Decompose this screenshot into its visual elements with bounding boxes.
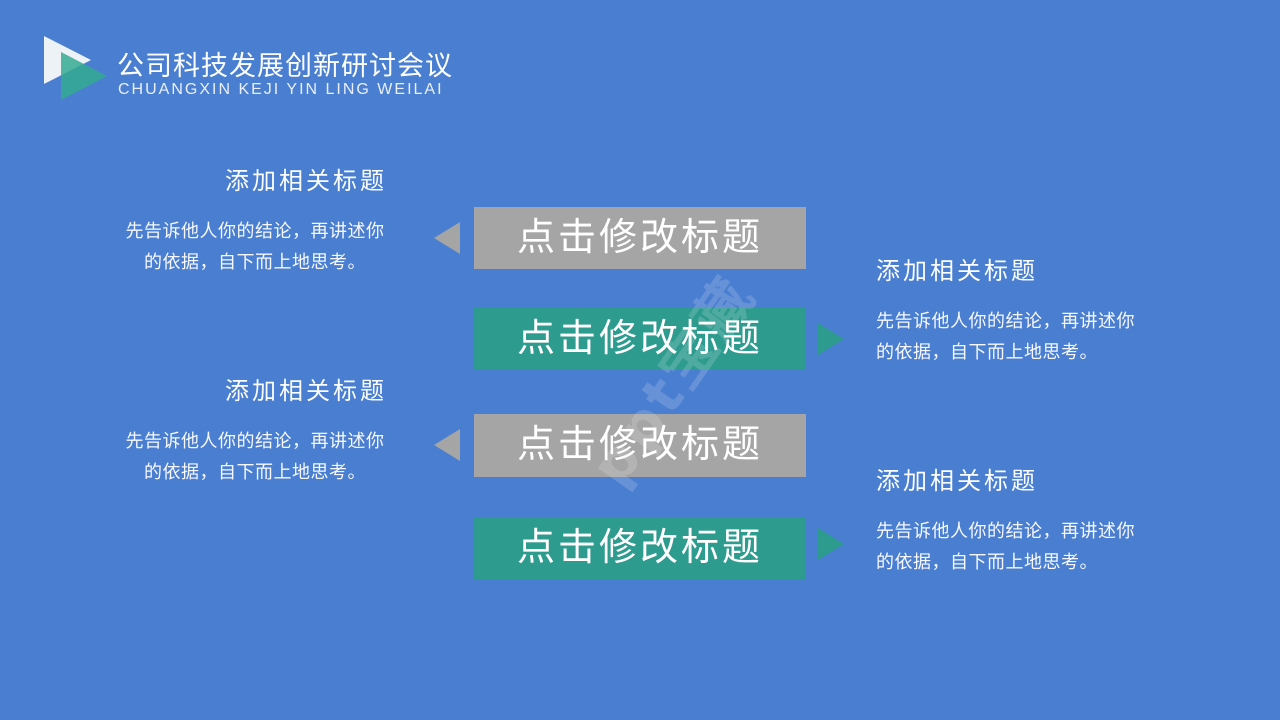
- slide-subtitle: CHUANGXIN KEJI YIN LING WEILAI: [118, 81, 444, 98]
- block-body-line: 先告诉他人你的结论，再讲述你: [876, 311, 1135, 331]
- text-block-right-2[interactable]: 添加相关标题 先告诉他人你的结论，再讲述你 的依据，自下而上地思考。: [876, 466, 1152, 578]
- block-body-line: 的依据，自下而上地思考。: [144, 462, 366, 482]
- block-body-line: 的依据，自下而上地思考。: [876, 552, 1098, 572]
- slide-title: 公司科技发展创新研讨会议: [117, 51, 453, 81]
- block-body-line: 的依据，自下而上地思考。: [144, 252, 366, 272]
- left-arrow-icon-1: [434, 222, 460, 254]
- right-arrow-icon-4: [818, 528, 844, 560]
- right-arrow-icon-2: [818, 323, 844, 355]
- title-bar-1[interactable]: 点击修改标题: [474, 207, 806, 269]
- block-heading: 添加相关标题: [876, 469, 1038, 495]
- block-heading: 添加相关标题: [225, 379, 387, 405]
- block-heading: 添加相关标题: [225, 169, 387, 195]
- left-arrow-icon-3: [434, 429, 460, 461]
- title-bar-2[interactable]: 点击修改标题: [474, 308, 806, 370]
- block-heading: 添加相关标题: [876, 259, 1038, 285]
- title-bar-4[interactable]: 点击修改标题: [474, 517, 806, 579]
- block-body-line: 先告诉他人你的结论，再讲述你: [125, 221, 385, 241]
- text-block-left-2[interactable]: 添加相关标题 先告诉他人你的结论，再讲述你 的依据，自下而上地思考。: [123, 376, 387, 488]
- text-block-left-1[interactable]: 添加相关标题 先告诉他人你的结论，再讲述你 的依据，自下而上地思考。: [123, 166, 387, 278]
- block-body-line: 先告诉他人你的结论，再讲述你: [876, 521, 1135, 541]
- block-body-line: 先告诉他人你的结论，再讲述你: [125, 431, 385, 451]
- block-body-line: 的依据，自下而上地思考。: [876, 342, 1098, 362]
- title-bar-3[interactable]: 点击修改标题: [474, 414, 806, 477]
- logo: [40, 30, 115, 108]
- text-block-right-1[interactable]: 添加相关标题 先告诉他人你的结论，再讲述你 的依据，自下而上地思考。: [876, 256, 1152, 368]
